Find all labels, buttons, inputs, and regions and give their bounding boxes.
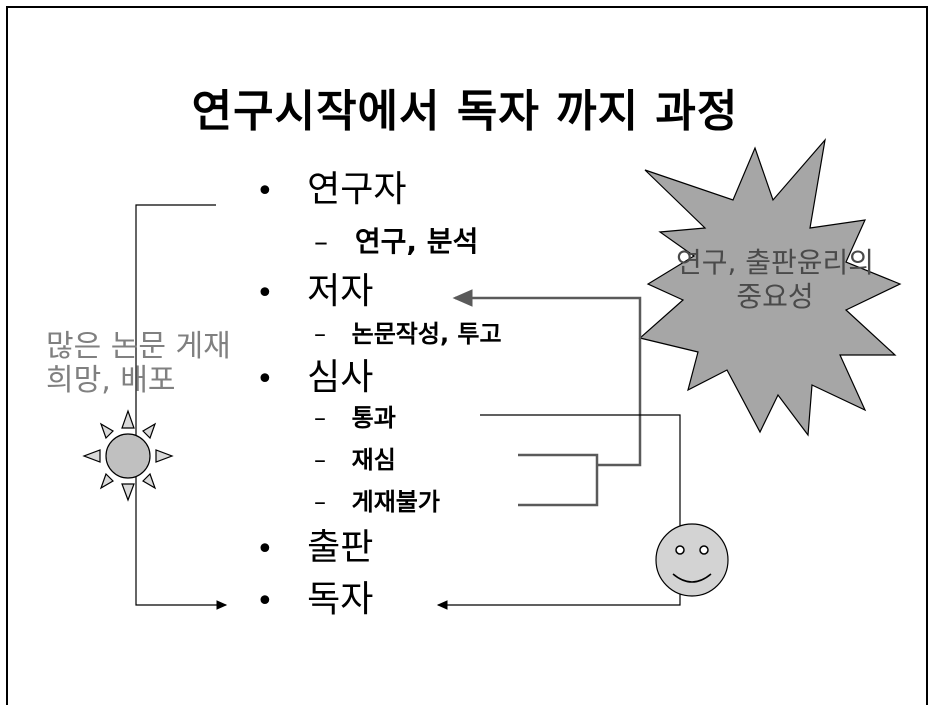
sub-item-label: 통과 [351, 404, 396, 432]
accepted-connector [436, 414, 681, 610]
hope-note-line: 많은 논문 게재 [46, 329, 231, 364]
sub-list-item: – 게재불가 [314, 488, 440, 516]
smiley-face-icon [655, 523, 729, 597]
hope-note-line: 희망, 배포 [46, 363, 176, 398]
bullet-marker: • [256, 532, 274, 567]
ethics-note-line: 연구, 출판윤리의 [675, 246, 875, 279]
dash-marker: – [314, 225, 328, 258]
sub-list-item: – 통과 [314, 404, 396, 432]
explosion-burst-icon [638, 137, 902, 437]
list-item: • 독자 [256, 582, 373, 620]
sub-item-label: 게재불가 [351, 488, 440, 516]
ethics-note-line: 중요성 [736, 280, 814, 313]
sub-list-item: – 재심 [314, 446, 396, 474]
sub-item-label: 재심 [351, 446, 396, 474]
sub-item-label: 연구, 분석 [354, 225, 479, 258]
list-item: • 연구자 [256, 172, 407, 210]
item-label: 독자 [307, 579, 374, 620]
item-label: 심사 [307, 357, 374, 398]
loop-connector [135, 204, 228, 610]
bullet-marker: • [256, 174, 274, 209]
dash-marker: – [314, 446, 326, 474]
list-item: • 출판 [256, 530, 373, 568]
item-label: 연구자 [307, 169, 407, 210]
bullet-marker: • [256, 584, 274, 619]
ethics-note: 연구, 출판윤리의 중요성 [650, 246, 900, 314]
sub-list-item: – 논문작성, 투고 [314, 320, 502, 348]
slide-frame [6, 6, 928, 705]
item-label: 저자 [307, 271, 374, 312]
sun-icon [82, 409, 174, 502]
list-item: • 저자 [256, 274, 373, 312]
sub-list-item: – 연구, 분석 [314, 228, 478, 256]
bullet-marker: • [256, 276, 274, 311]
item-label: 출판 [307, 527, 374, 568]
dash-marker: – [314, 320, 326, 348]
revision-return-arrow [452, 289, 642, 467]
bullet-marker: • [256, 362, 274, 397]
dash-marker: – [314, 404, 326, 432]
list-item: • 심사 [256, 360, 373, 398]
revision-connector [518, 453, 599, 507]
dash-marker: – [314, 488, 326, 516]
page-title: 연구시작에서 독자 까지 과정 [191, 86, 739, 137]
sub-item-label: 논문작성, 투고 [351, 320, 502, 348]
hope-note: 많은 논문 게재 희망, 배포 [46, 330, 231, 398]
